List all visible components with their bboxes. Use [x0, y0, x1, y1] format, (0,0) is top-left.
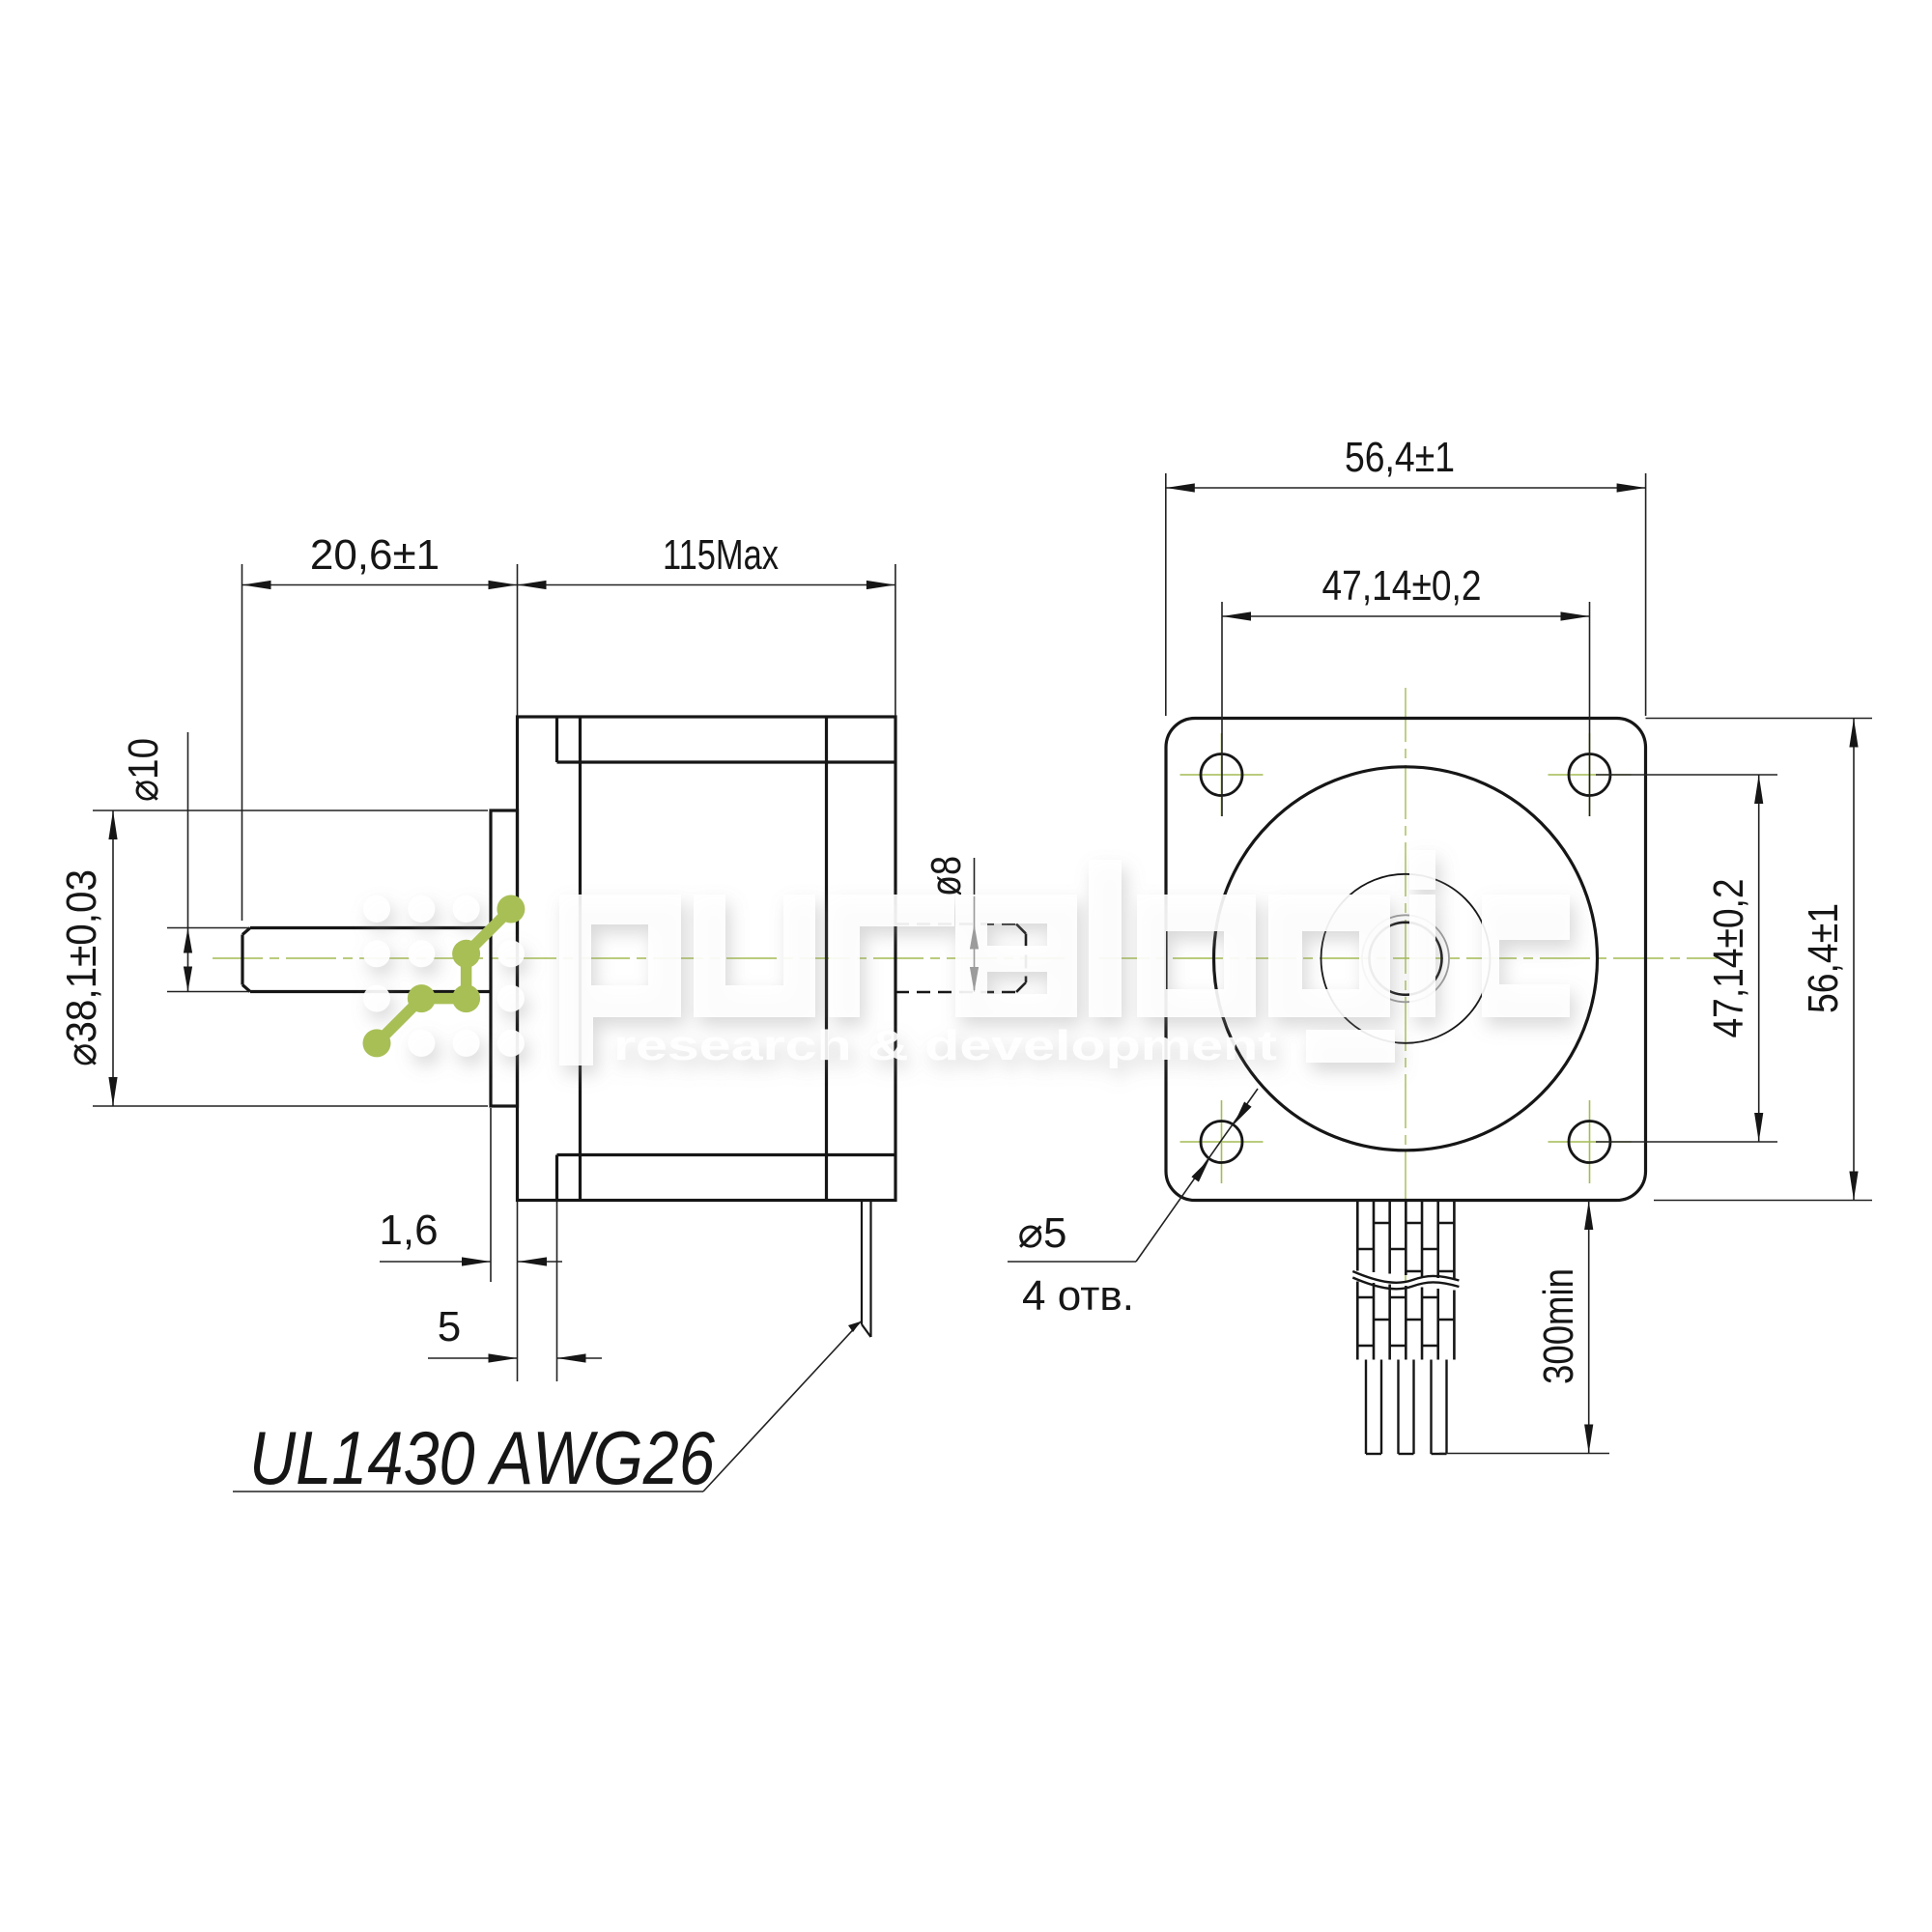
svg-text:56,4±1: 56,4±1: [1345, 434, 1455, 481]
svg-text:4 отв.: 4 отв.: [1022, 1272, 1134, 1320]
svg-text:5: 5: [438, 1303, 461, 1350]
svg-text:research & development: research & development: [613, 1022, 1277, 1069]
svg-text:20,6±1: 20,6±1: [310, 531, 440, 579]
svg-text:47,14±0,2: 47,14±0,2: [1322, 562, 1482, 610]
svg-text:ø8: ø8: [923, 856, 970, 896]
svg-text:UL1430 AWG26: UL1430 AWG26: [249, 1415, 716, 1500]
svg-text:⌀10: ⌀10: [120, 738, 167, 802]
svg-text:⌀38,1±0,03: ⌀38,1±0,03: [58, 869, 105, 1066]
svg-text:⌀5: ⌀5: [1018, 1209, 1067, 1257]
svg-text:300min: 300min: [1535, 1268, 1582, 1384]
svg-text:47,14±0,2: 47,14±0,2: [1705, 879, 1752, 1038]
svg-text:115Max: 115Max: [663, 531, 779, 579]
svg-text:56,4±1: 56,4±1: [1800, 903, 1847, 1013]
svg-text:1,6: 1,6: [379, 1207, 438, 1254]
